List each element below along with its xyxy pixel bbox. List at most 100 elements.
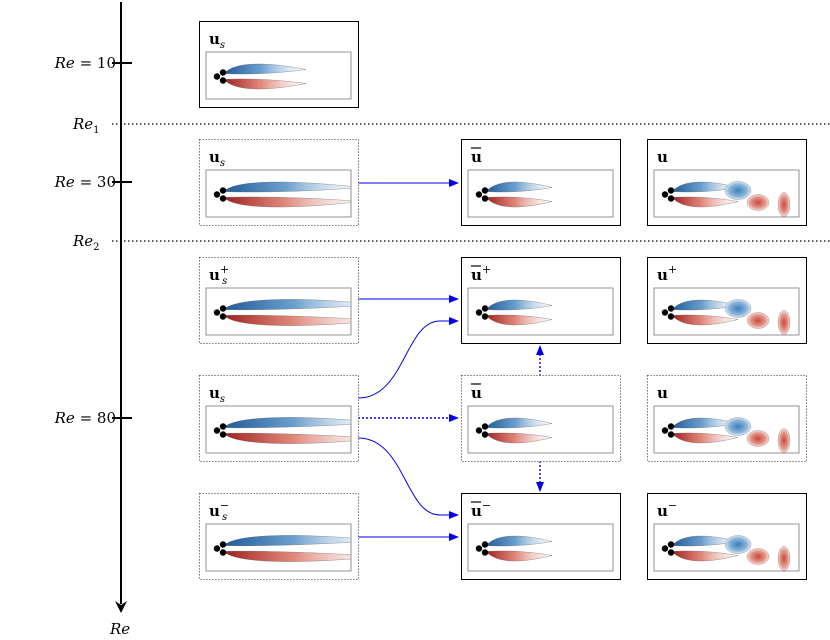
vorticity-field <box>661 299 791 335</box>
panel-title: us <box>209 384 225 405</box>
panel-re80-mean-minus: u− <box>461 493 621 580</box>
cylinder <box>667 541 675 548</box>
shed-vortex <box>724 299 752 318</box>
shed-vortex <box>746 312 770 329</box>
cylinder <box>667 431 675 438</box>
panel-subscript: s <box>220 40 225 51</box>
panel-superscript: + <box>482 263 491 276</box>
cylinder <box>481 313 489 320</box>
cylinder <box>481 431 489 438</box>
threshold-subscript: 2 <box>93 242 99 253</box>
vorticity-field <box>475 535 553 562</box>
panel-symbol: u <box>657 502 668 520</box>
panel-re80-flow-minus: u− <box>647 493 817 580</box>
cylinder <box>219 69 227 76</box>
panel-title: us <box>209 30 225 51</box>
axis-arrowhead <box>115 601 127 613</box>
cylinder <box>481 423 489 430</box>
flow-domain <box>205 287 352 336</box>
panel-symbol: u <box>657 148 668 166</box>
vorticity-field <box>213 181 351 208</box>
panel-subscript: s <box>222 276 227 287</box>
panel-title: u <box>471 384 482 402</box>
shed-vortex <box>724 417 752 436</box>
tick-label-prefix: Re <box>54 409 75 427</box>
negative-vorticity-lobe <box>223 63 307 75</box>
panel-subscript: s <box>220 394 225 405</box>
panel-title: u <box>657 148 668 166</box>
cylinder <box>667 305 675 312</box>
cylinder <box>481 541 489 548</box>
vorticity-field <box>213 63 307 90</box>
shed-vortex <box>777 192 791 217</box>
flow-domain <box>205 523 352 572</box>
negative-vorticity-lobe <box>485 535 553 547</box>
arrow-re80-base-to-mean-minus <box>357 437 459 519</box>
positive-vorticity-lobe <box>671 432 739 444</box>
cylinder <box>481 187 489 194</box>
cylinder <box>213 545 221 552</box>
positive-vorticity-lobe <box>671 196 739 208</box>
negative-vorticity-lobe <box>485 417 553 429</box>
cylinder <box>219 549 227 556</box>
cylinder <box>219 541 227 548</box>
threshold-re2: Re2 <box>72 232 830 253</box>
axis-tick-re-80: Re = 80 <box>54 409 132 427</box>
panel-symbol: u <box>209 502 220 520</box>
panel-title: u− <box>657 499 677 520</box>
cylinder <box>219 431 227 438</box>
vorticity-field <box>213 299 351 326</box>
flow-domain <box>467 405 614 454</box>
vorticity-field <box>213 535 351 562</box>
negative-vorticity-lobe <box>223 299 351 310</box>
cylinder <box>481 195 489 202</box>
panel-symbol: u <box>657 266 668 284</box>
positive-vorticity-lobe <box>223 433 351 444</box>
panel-re80-mean-plus: u+ <box>461 257 621 344</box>
shed-vortex <box>777 310 791 335</box>
cylinder <box>667 423 675 430</box>
shed-vortex <box>777 546 791 571</box>
vorticity-field <box>475 181 553 208</box>
panel-symbol: u <box>471 148 482 166</box>
flow-domain <box>467 523 614 572</box>
positive-vorticity-lobe <box>223 315 351 326</box>
vorticity-field <box>475 299 553 326</box>
negative-vorticity-lobe <box>223 535 351 546</box>
arrows <box>357 179 544 541</box>
negative-vorticity-lobe <box>223 417 351 428</box>
panel-title: u <box>471 148 482 166</box>
positive-vorticity-lobe <box>223 78 307 90</box>
tick-label-eq: = <box>75 409 97 427</box>
panel-title: u+ <box>657 263 677 284</box>
panel-re80-base-minus: u−s <box>199 493 359 580</box>
positive-vorticity-lobe <box>485 196 553 208</box>
panel-subscript: s <box>220 158 225 169</box>
panel-symbol: u <box>471 266 482 284</box>
panel-superscript: − <box>482 499 491 512</box>
cylinder <box>481 549 489 556</box>
shed-vortex <box>724 181 752 200</box>
panel-superscript: + <box>668 263 677 276</box>
cylinder <box>661 427 669 434</box>
shed-vortex <box>807 532 817 554</box>
axis-label: Re <box>109 620 130 638</box>
tick-label-value: 30 <box>97 173 116 191</box>
vorticity-field <box>661 181 791 217</box>
positive-vorticity-lobe <box>223 551 351 562</box>
panel-symbol: u <box>209 266 220 284</box>
panel-re30-base: us <box>199 139 359 226</box>
panel-re80-base-plus: u+s <box>199 257 359 344</box>
panel-symbol: u <box>209 384 220 402</box>
panel-re30-flow: u <box>647 139 807 226</box>
panel-re80-base: us <box>199 375 359 462</box>
panel-symbol: u <box>471 384 482 402</box>
tick-label-eq: = <box>75 173 97 191</box>
cylinder <box>661 309 669 316</box>
svg-text:Re = 30: Re = 30 <box>54 173 116 191</box>
panel-symbol: u <box>657 384 668 402</box>
flow-domain <box>467 169 614 218</box>
panel-re80-flow-plus: u+ <box>647 257 807 344</box>
arrow-re80-base-to-mean-plus <box>357 317 459 399</box>
shed-vortex <box>724 535 752 554</box>
